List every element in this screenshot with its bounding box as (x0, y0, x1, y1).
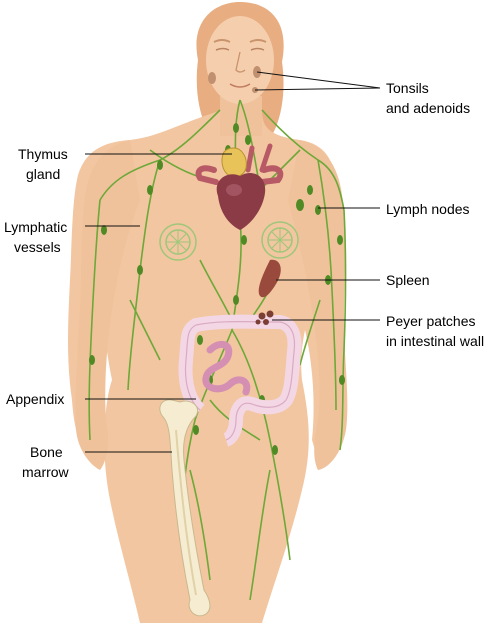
breast-left (159, 223, 197, 261)
left-arm (75, 140, 140, 470)
head (206, 16, 274, 104)
label-lymphatic-line1: Lymphatic (4, 219, 67, 235)
leader-lines (85, 71, 381, 453)
label-tonsils-line1: Tonsils (386, 80, 429, 96)
organs (159, 143, 302, 617)
label-peyer-line1: Peyer patches (386, 313, 476, 329)
mouth (229, 83, 251, 88)
femur-bone (159, 399, 211, 617)
label-peyer-line2: in intestinal wall (386, 333, 484, 349)
labels: Tonsils and adenoids Thymus gland Lympha… (4, 80, 484, 480)
label-bone-line1: Bone (30, 444, 63, 460)
tonsils-leader-1 (256, 71, 381, 89)
tonsil-left (208, 72, 216, 84)
spleen (258, 259, 281, 298)
label-spleen: Spleen (386, 272, 430, 288)
label-lymph-nodes: Lymph nodes (386, 201, 470, 217)
torso (68, 110, 343, 623)
small-intestine (202, 340, 251, 396)
femur-marrow (175, 429, 197, 596)
aortic-arch (195, 165, 284, 185)
label-thymus-line2: gland (26, 166, 60, 182)
label-thymus-line1: Thymus (18, 146, 68, 162)
large-intestine-outline (184, 321, 296, 441)
label-tonsils-line2: and adenoids (386, 100, 470, 116)
label-appendix: Appendix (6, 391, 64, 407)
nose (235, 51, 246, 73)
body-figure (68, 2, 348, 623)
tonsils-leader-2 (254, 87, 381, 91)
heart-highlight (226, 184, 242, 196)
peyer-patches (255, 310, 274, 325)
label-bone-line2: marrow (22, 464, 70, 480)
breast-right (261, 221, 299, 259)
thymus-gland (221, 147, 247, 178)
eyes (215, 47, 265, 51)
eyebrows (213, 39, 267, 43)
label-lymphatic-line2: vessels (14, 239, 61, 255)
